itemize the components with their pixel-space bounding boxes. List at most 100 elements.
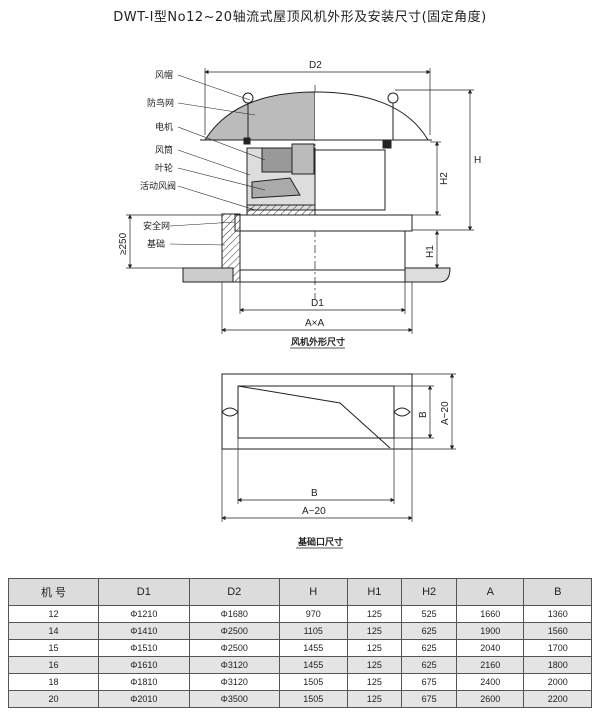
table-cell: 1560 [523,622,592,640]
table-cell: 625 [401,639,457,657]
label-damper: 活动风阀 [140,180,176,192]
table-cell: 14 [7,622,100,640]
table-cell: 1900 [455,622,525,640]
table-cell: Φ1680 [188,605,281,623]
dim-d1: D1 [311,298,324,309]
table-cell: Φ1810 [98,673,190,691]
col-header: B [523,578,592,606]
table-cell: 2200 [523,690,592,708]
label-hood: 风帽 [155,69,173,81]
label-safety-net: 安全网 [143,220,170,232]
motor-end [291,143,315,175]
table-cell: Φ2500 [188,622,281,640]
table-cell: 1455 [279,656,348,674]
table-cell: Φ1510 [98,639,190,657]
roof-right [404,267,451,283]
table-cell: 16 [7,656,100,674]
caption-fan-outline: 风机外形尺寸 [291,336,345,348]
table-cell: 125 [346,656,403,674]
table-cell: 2040 [455,639,525,657]
col-header: D2 [188,578,281,606]
col-header: D1 [98,578,190,606]
fan-drawing: 风帽 防鸟网 电机 风筒 叶轮 活动风阀 安全网 基础 D2 H H2 H1 [118,60,481,549]
table-cell: 625 [401,622,457,640]
dim-h2: H2 [439,172,450,185]
table-cell: 12 [7,605,100,623]
table-cell: 625 [401,656,457,674]
table-cell: 1800 [523,656,592,674]
table-cell: 1105 [279,622,348,640]
table-cell: 125 [346,673,403,691]
curb-top [234,214,413,232]
table-cell: 970 [279,605,348,623]
table-cell: 1455 [279,639,348,657]
dim-axa: A×A [305,318,325,329]
fan-side-view [182,85,451,300]
label-impeller: 叶轮 [155,162,173,174]
base-opening-view [221,373,413,450]
table-cell: Φ1410 [98,622,190,640]
col-header: A [455,578,525,606]
col-header: H [279,578,348,606]
page-title: DWT-Ⅰ型No12~20轴流式屋顶风机外形及安装尺寸(固定角度) [113,10,487,25]
roof-left [182,267,234,283]
label-base: 基础 [147,238,165,250]
table-cell: 1700 [523,639,592,657]
table-cell: 125 [346,690,403,708]
table-cell: 125 [346,605,403,623]
table-cell: 1360 [523,605,592,623]
table-header-row: 机 号 D1 D2 H H1 H2 A B [7,578,592,606]
hood-right [314,91,429,141]
dimension-lines [126,68,474,334]
lifting-eye-right [387,92,399,104]
dim-d2: D2 [309,60,322,71]
table-cell: 20 [7,690,100,708]
table-cell: 525 [401,605,457,623]
dim-h: H [474,155,481,166]
table-cell: 125 [346,622,403,640]
table-cell: 1505 [279,690,348,708]
table-cell: 18 [7,673,100,691]
dim-min250: ≥250 [118,232,129,255]
table-cell: 675 [401,690,457,708]
table-cell: Φ2010 [98,690,190,708]
label-bird-net: 防鸟网 [147,97,174,109]
col-header: 机 号 [7,578,100,606]
table-cell: Φ3120 [188,673,281,691]
table-cell: 125 [346,639,403,657]
impeller [251,177,301,199]
base-dimension-lines [221,373,456,522]
table-cell: 15 [7,639,100,657]
label-leaders [169,74,266,246]
dim-a20-side: A−20 [440,401,451,425]
table-cell: Φ1610 [98,656,190,674]
table-cell: Φ2500 [188,639,281,657]
dim-h1: H1 [425,245,436,258]
dim-b-side: B [418,411,429,418]
label-motor: 电机 [155,121,173,133]
dim-b: B [311,488,318,499]
label-duct: 风筒 [155,144,173,156]
table-cell: 2400 [455,673,525,691]
duct-right [314,149,386,211]
table-cell: Φ1210 [98,605,190,623]
col-header: H1 [346,578,403,606]
table-cell: 675 [401,673,457,691]
table-cell: 2160 [455,656,525,674]
table-cell: 2000 [523,673,592,691]
col-header: H2 [401,578,457,606]
table-cell: 1505 [279,673,348,691]
hood-left [204,91,316,141]
dim-a20: A−20 [302,506,326,517]
table-cell: 2600 [455,690,525,708]
caption-base-opening: 基础口尺寸 [297,536,343,548]
table-cell: 1660 [455,605,525,623]
table-cell: Φ3120 [188,656,281,674]
